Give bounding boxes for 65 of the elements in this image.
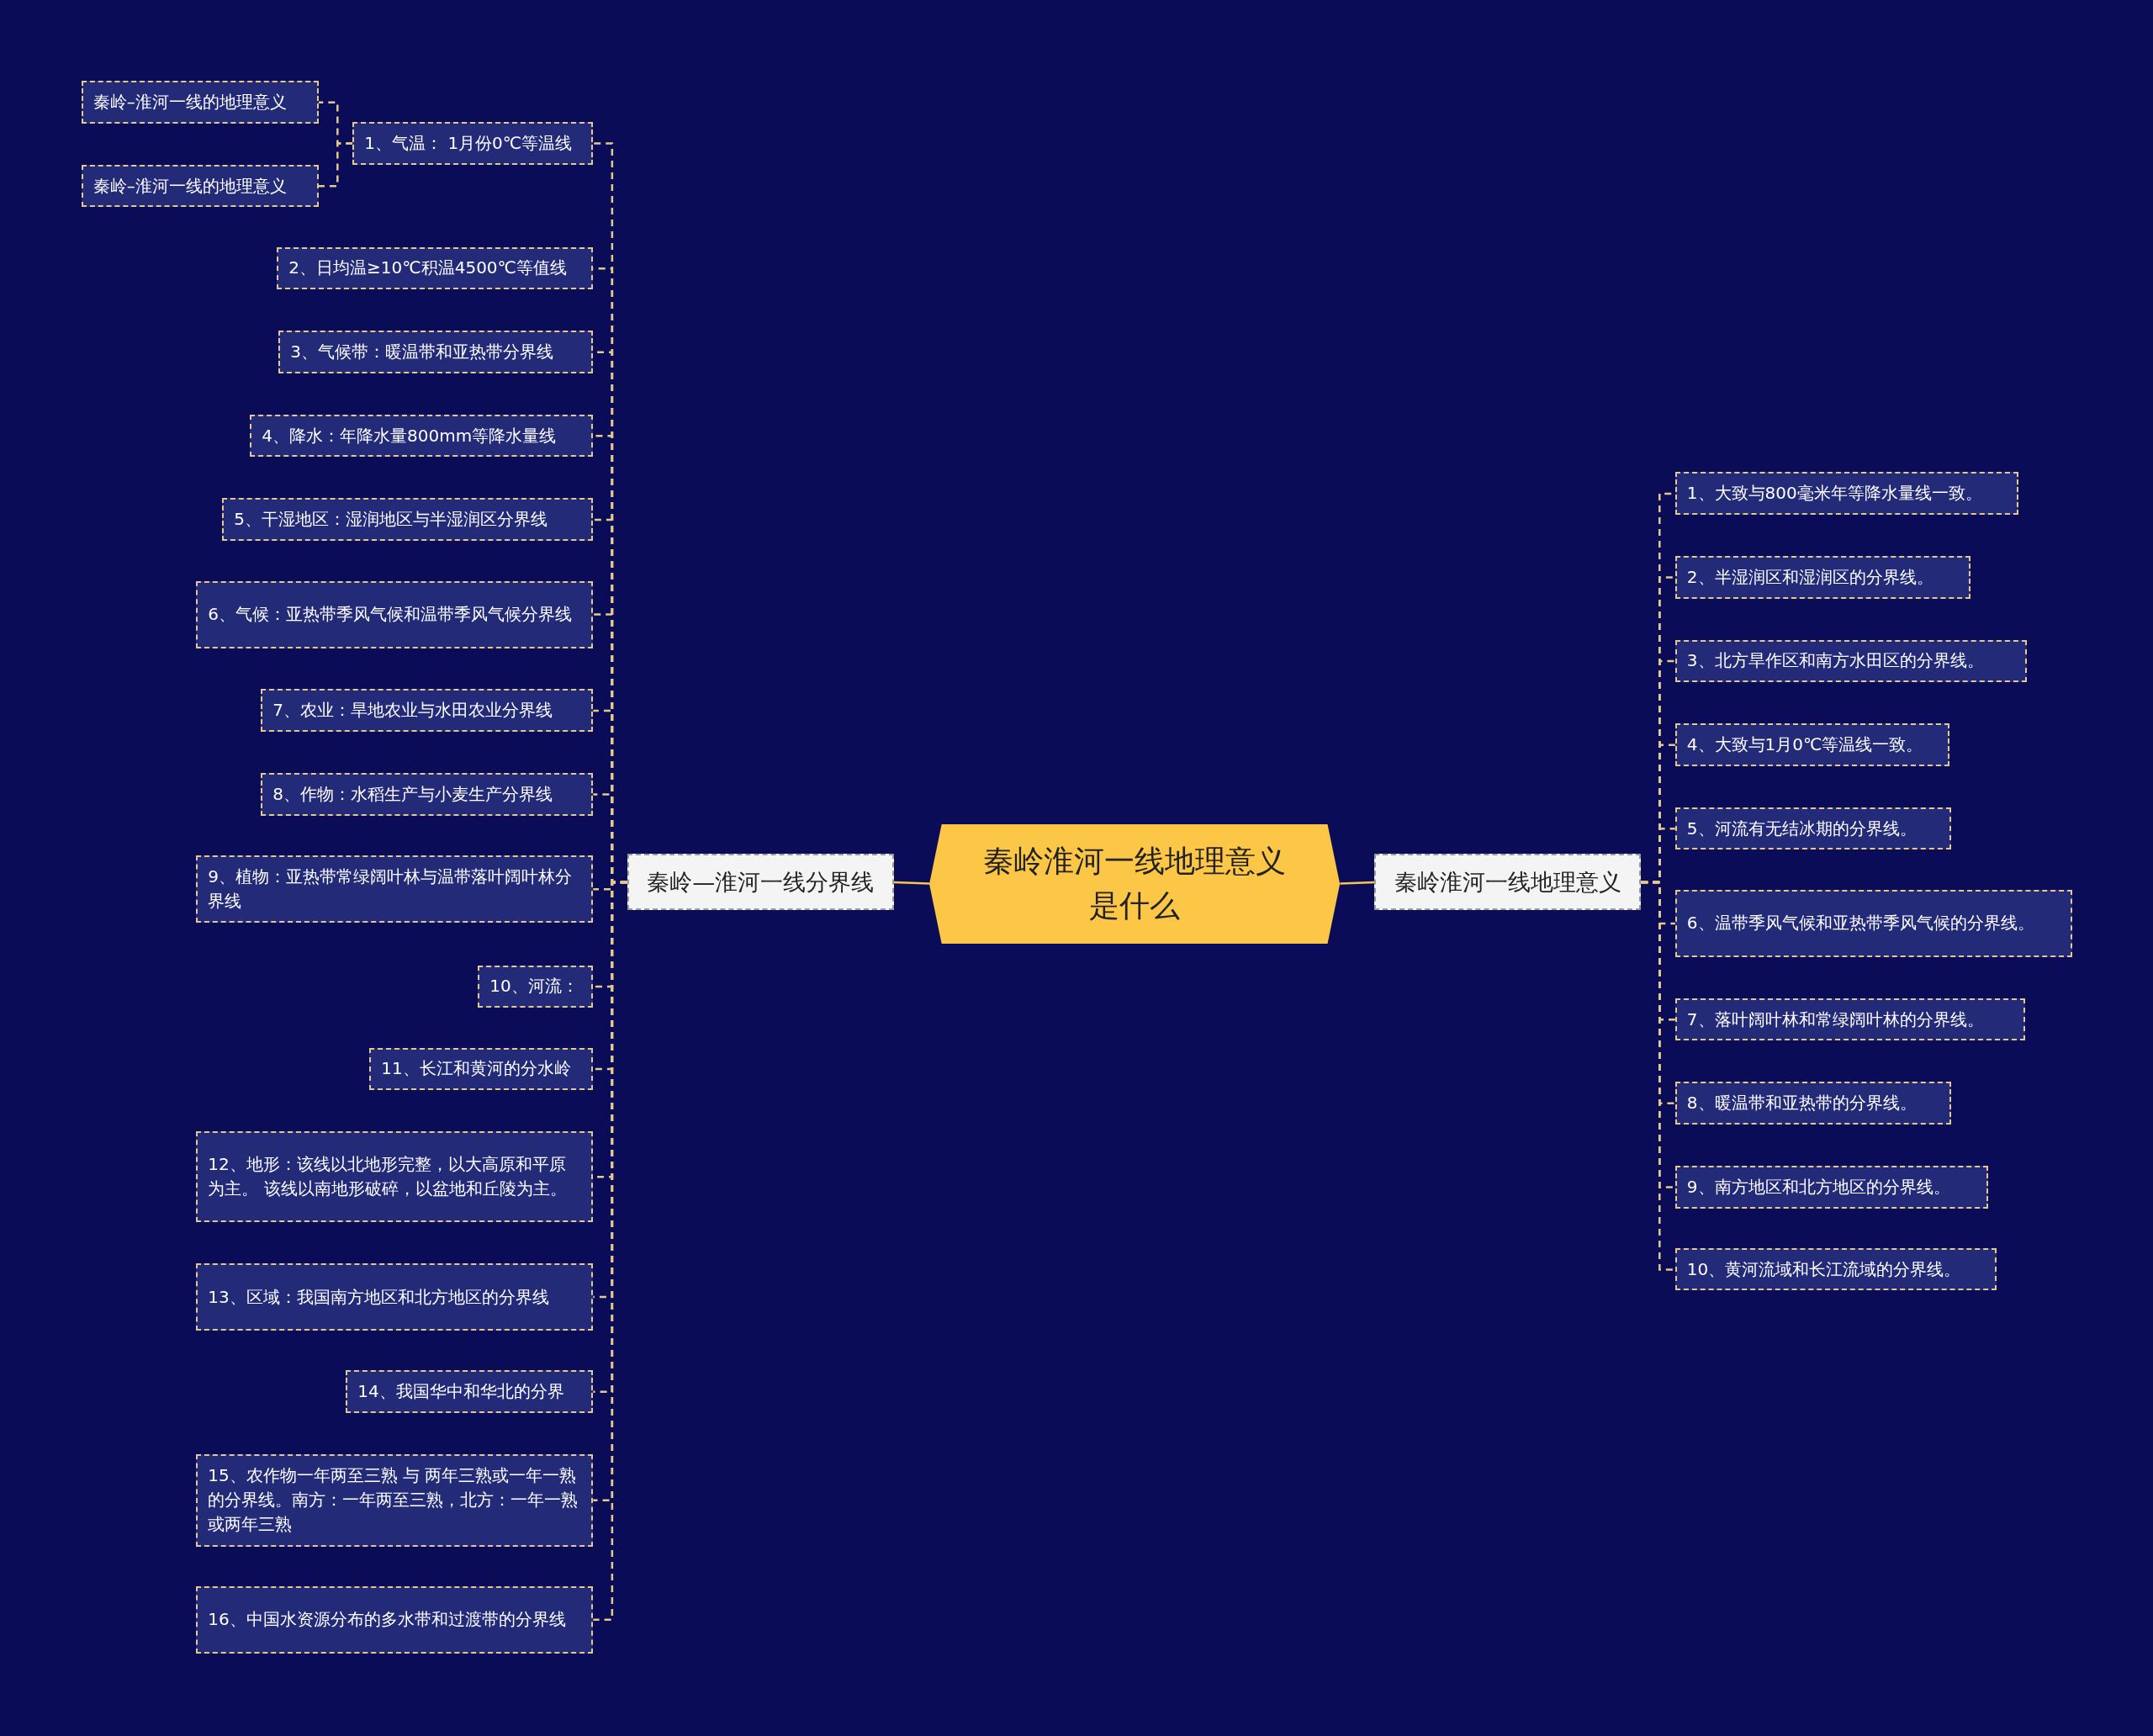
topic-text: 1、大致与800毫米年等降水量线一致。 — [1686, 482, 1982, 505]
subtopic-box — [196, 1585, 594, 1654]
topic-text: 秦岭—淮河一线分界线 — [647, 867, 875, 897]
topic-text: 4、降水：年降水量800mm等降水量线 — [262, 424, 557, 447]
subtopic-box — [196, 1454, 594, 1547]
subtopic-box — [1674, 1082, 1951, 1125]
topic-text: 8、作物：水稻生产与小麦生产分界线 — [272, 782, 553, 806]
subtopic-box — [1674, 472, 2018, 516]
topic-text: 9、南方地区和北方地区的分界线。 — [1686, 1175, 1950, 1199]
subtopic-box — [81, 81, 320, 124]
subtopic-box — [196, 1263, 594, 1331]
subtopic-box — [1674, 1165, 1989, 1209]
subtopic-box — [346, 1370, 594, 1413]
topic-text: 2、半湿润区和湿润区的分界线。 — [1686, 565, 1933, 589]
topic-text: 7、落叶阔叶林和常绿阔叶林的分界线。 — [1686, 1008, 1984, 1031]
connector-line — [893, 881, 930, 885]
topic-text: 5、干湿地区：湿润地区与半湿润区分界线 — [234, 508, 548, 532]
topic-text: 5、河流有无结冰期的分界线。 — [1686, 817, 1917, 840]
topic-text: 7、农业：旱地农业与水田农业分界线 — [272, 699, 553, 722]
topic-text: 11、长江和黄河的分水岭 — [381, 1057, 571, 1081]
central-topic-text: 秦岭淮河一线地理意义是什么 — [982, 843, 1288, 924]
topic-text: 9、植物：亚热带常绿阔叶林与温带落叶阔叶林分界线 — [208, 865, 574, 913]
subtopic-box — [196, 855, 594, 924]
subtopic-box — [1674, 998, 2026, 1041]
branch-topic — [627, 854, 894, 911]
subtopic-box — [1674, 807, 1951, 850]
subtopic-box — [1674, 639, 2027, 683]
topic-text: 13、区域：我国南方地区和北方地区的分界线 — [208, 1285, 549, 1309]
topic-text: 8、暖温带和亚热带的分界线。 — [1686, 1092, 1917, 1115]
central-topic-hexagon — [929, 823, 1341, 944]
branch-topic — [1374, 854, 1641, 911]
subtopic-box — [261, 773, 594, 816]
subtopic-box — [81, 164, 320, 208]
topic-text: 3、北方旱作区和南方水田区的分界线。 — [1686, 649, 1984, 673]
subtopic-box — [1674, 889, 2072, 957]
topic-text: 6、气候：亚热带季风气候和温带季风气候分界线 — [208, 603, 573, 627]
topic-text: 15、农作物一年两至三熟 与 两年三熟或一年一熟的分界线。南方：一年两至三熟，北方：一年一熟或两年三熟 — [208, 1464, 579, 1537]
connector-line — [1340, 881, 1375, 885]
subtopic-box — [277, 246, 593, 290]
topic-text: 6、温带季风气候和亚热带季风气候的分界线。 — [1686, 912, 2034, 935]
topic-text: 4、大致与1月0℃等温线一致。 — [1686, 733, 1923, 756]
topic-text: 秦岭–淮河一线的地理意义 — [93, 90, 287, 114]
topic-text: 2、日均温≥10℃积温4500℃等值线 — [288, 257, 568, 280]
subtopic-box — [352, 122, 593, 165]
subtopic-box — [222, 498, 594, 542]
topic-text: 14、我国华中和华北的分界 — [357, 1380, 564, 1403]
topic-text: 16、中国水资源分布的多水带和过渡带的分界线 — [208, 1608, 566, 1632]
subtopic-box — [278, 331, 594, 373]
subtopic-box — [1674, 556, 1970, 599]
subtopic-box — [261, 689, 594, 732]
connector-line — [318, 142, 353, 188]
topic-text: 1、气温： 1月份0℃等温线 — [364, 131, 573, 155]
topic-text: 秦岭–淮河一线的地理意义 — [93, 174, 287, 198]
topic-text: 秦岭淮河一线地理意义 — [1394, 867, 1621, 897]
subtopic-box — [1674, 723, 1950, 766]
subtopic-box — [196, 580, 594, 648]
topic-text: 3、气候带：暖温带和亚热带分界线 — [290, 341, 554, 364]
topic-text: 12、地形：该线以北地形完整，以大高原和平原为主。 该线以南地形破碎，以盆地和丘陵为主。 — [208, 1153, 568, 1201]
topic-text: 10、黄河流域和长江流域的分界线。 — [1686, 1257, 1961, 1281]
subtopic-box — [1674, 1247, 1997, 1291]
topic-text: 10、河流： — [489, 975, 579, 998]
subtopic-box — [369, 1047, 594, 1091]
subtopic-box — [478, 965, 594, 1008]
subtopic-box — [250, 414, 594, 458]
subtopic-box — [196, 1131, 594, 1222]
